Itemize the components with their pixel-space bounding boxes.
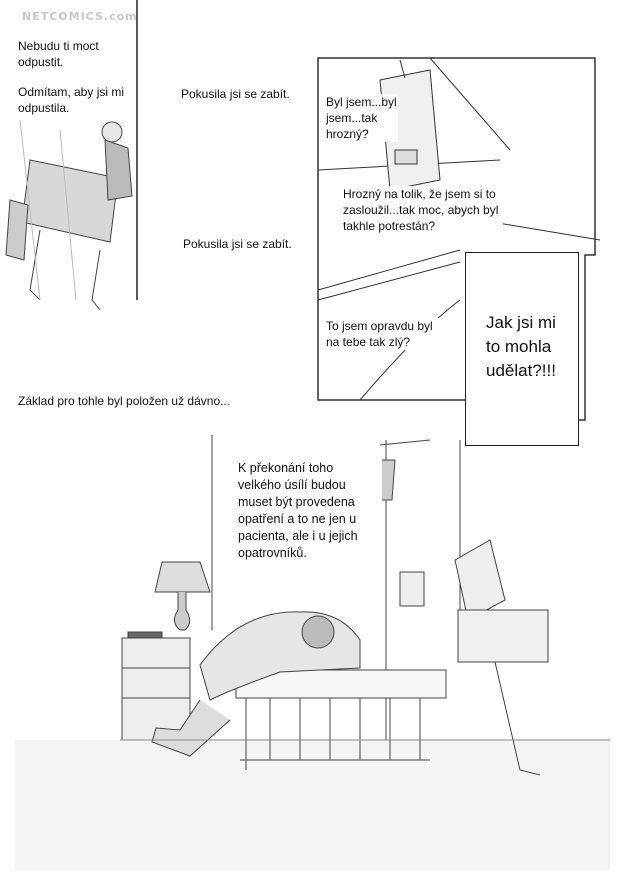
caption-cannot-forgive: Nebudu ti moct odpustit.	[18, 38, 128, 70]
caption-tried-to-kill-yourself-2: Pokusila jsi se zabít.	[183, 237, 292, 251]
caption-overcoming-effort: K překonání toho velkého úsílí budou mus…	[232, 456, 382, 568]
caption-refuse-forgiveness: Odmítam, aby jsi mi odpustila.	[18, 84, 128, 116]
speech-box-outburst: Jak jsi mi to mohla udělat?!!!	[465, 252, 579, 446]
stretcher-scene-illustration	[5, 119, 133, 311]
hospital-room-illustration	[15, 435, 610, 870]
caption-how-could-you: Jak jsi mi to mohla udělat?!!!	[486, 313, 556, 380]
caption-was-i-so-bad: To jsem opravdu byl na tebe tak zlý?	[326, 318, 448, 350]
caption-tried-to-kill-yourself-1: Pokusila jsi se zabít.	[181, 87, 290, 101]
caption-was-i-so-horrible: Byl jsem...byl jsem...tak hrozný?	[326, 94, 398, 142]
caption-deserved-punishment: Hrozný na tolik, že jsem si to zasloužil…	[343, 186, 503, 234]
caption-foundation-laid-long-ago: Základ pro tohle byl položen už dávno...	[18, 394, 231, 408]
netcomics-watermark: NETCOMICS.com	[22, 10, 138, 23]
